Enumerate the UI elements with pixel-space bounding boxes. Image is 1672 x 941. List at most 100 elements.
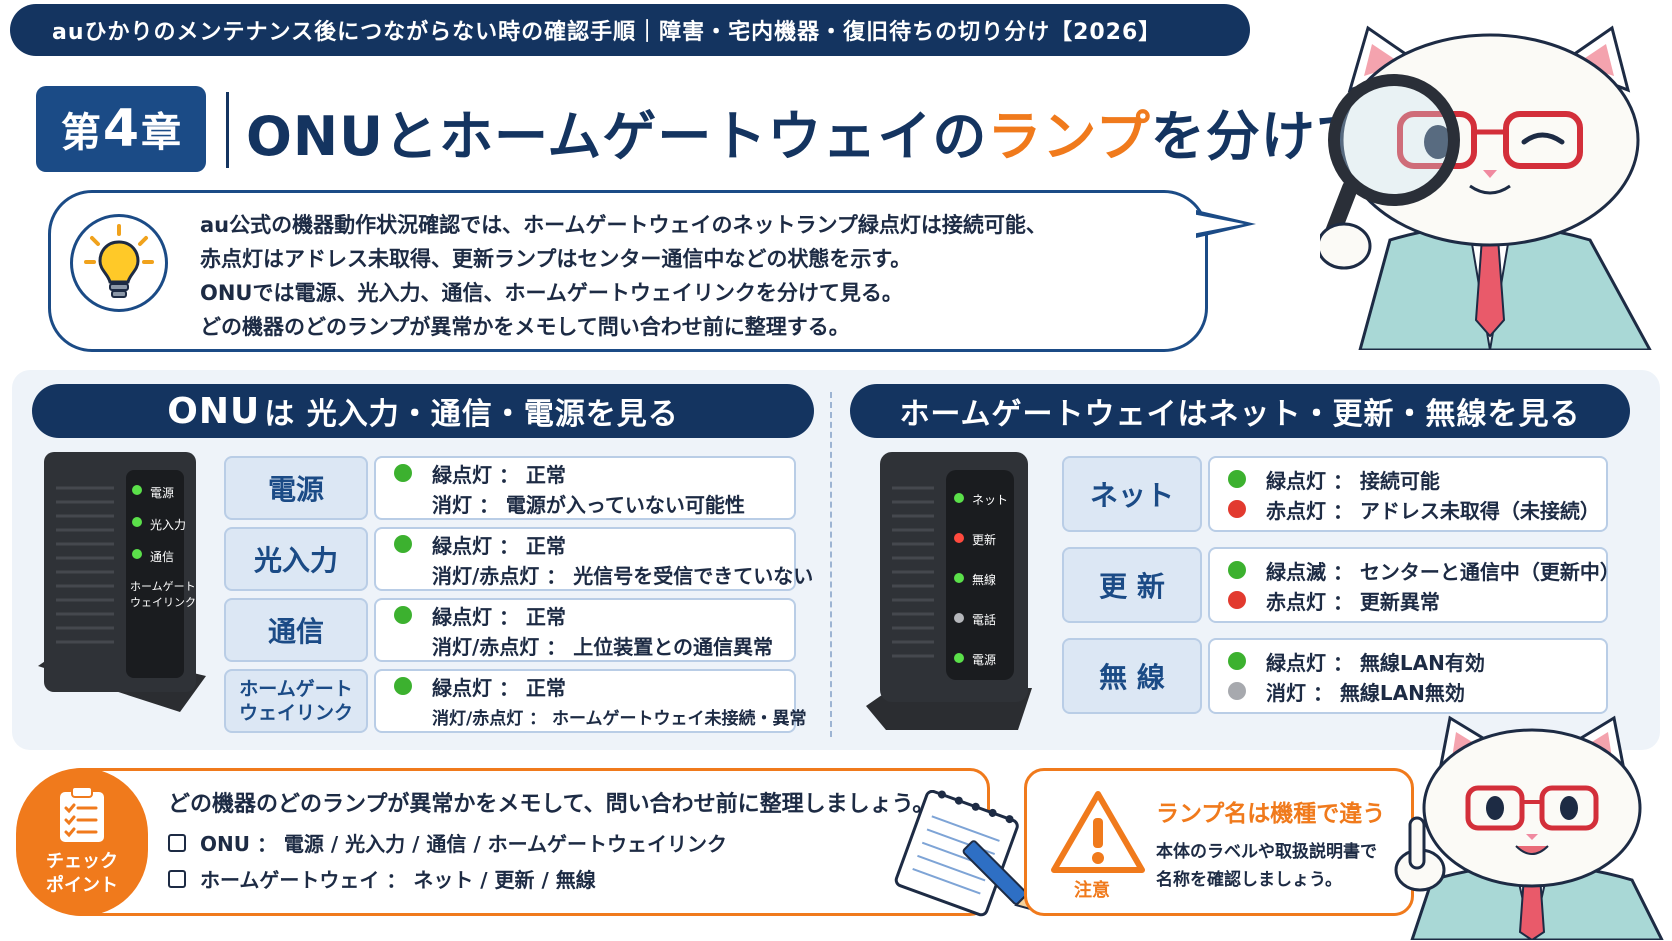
onu-comm-line1: 緑点灯 ： 正常	[432, 604, 566, 629]
onu-desc-hgw-link: 緑点灯 ： 正常 消灯/赤点灯 ： ホームゲートウェイ未接続・異常	[374, 669, 807, 733]
green-lamp-icon	[394, 464, 412, 482]
onu-device-illustration: 電源 光入力 通信 ホームゲート ウェイリンク	[30, 448, 210, 728]
chapter-number: 4	[102, 99, 140, 159]
onu-desc-power: 緑点灯 ： 正常 消灯 ： 電源が入っていない可能性	[374, 456, 796, 520]
onu-hgw-line2: 消灯/赤点灯 ： ホームゲートウェイ未接続・異常	[432, 708, 807, 729]
onu-desc-optical: 緑点灯 ： 正常 消灯/赤点灯 ： 光信号を受信できていない	[374, 527, 813, 591]
onu-device-label-hgw-2: ウェイリンク	[130, 596, 196, 609]
light-bulb-icon	[70, 214, 168, 312]
onu-power-line1: 緑点灯 ： 正常	[432, 462, 566, 487]
title-part1: ONUとホームゲートウェイの	[246, 105, 988, 168]
checkbox[interactable]	[168, 833, 186, 852]
intro-bubble	[48, 190, 1208, 352]
onu-optical-line2: 消灯/赤点灯 ： 光信号を受信できていない	[432, 563, 814, 588]
onu-label-power: 電源	[224, 456, 368, 520]
hgw-device-illustration: ネット 更新 無線 電話 電源	[862, 448, 1042, 738]
onu-header-rest: は 光入力・通信・電源を見る	[264, 397, 679, 432]
checkpoint-item-onu: ONU ： 電源 / 光入力 / 通信 / ホームゲートウェイリンク	[168, 828, 727, 857]
hgw-label-wireless: 無 線	[1062, 638, 1202, 714]
hgw-label-net: ネット	[1062, 456, 1202, 532]
hgw-row-update: 更 新 緑点滅 ： センターと通信中（更新中） 赤点灯 ： 更新異常	[1062, 547, 1620, 623]
hgw-net-line2: 赤点灯 ： アドレス未取得（未接続）	[1266, 498, 1600, 523]
chapter-suffix: 章	[141, 110, 182, 156]
onu-row-comm: 通信 緑点灯 ： 正常 消灯/赤点灯 ： 上位装置との通信異常	[224, 598, 796, 662]
hgw-header-text: ホームゲートウェイはネット・更新・無線を見る	[899, 397, 1581, 432]
onu-device-label-power: 電源	[150, 486, 175, 500]
intro-text: au公式の機器動作状況確認では、ホームゲートウェイのネットランプ緑点灯は接続可能…	[200, 208, 1047, 344]
onu-comm-line2: 消灯/赤点灯 ： 上位装置との通信異常	[432, 634, 774, 659]
checkpoint-title: どの機器のどのランプが異常かをメモして、問い合わせ前に整理しましょう。	[168, 792, 935, 817]
clipboard-icon	[60, 786, 104, 842]
page-title: ONUとホームゲートウェイのランプを分けて見る	[246, 92, 1481, 171]
checkpoint-badge-line2: ポイント	[46, 875, 118, 896]
checkpoint-item-onu-text: ONU ： 電源 / 光入力 / 通信 / ホームゲートウェイリンク	[200, 832, 727, 856]
onu-header-name: ONU	[167, 390, 261, 432]
chapter-prefix: 第	[60, 110, 101, 156]
onu-row-power: 電源 緑点灯 ： 正常 消灯 ： 電源が入っていない可能性	[224, 456, 796, 520]
caution-text-line1: 本体のラベルや取扱説明書で	[1156, 842, 1377, 862]
onu-device-label-comm: 通信	[150, 550, 175, 564]
hgw-wireless-line2: 消灯 ： 無線LAN無効	[1266, 680, 1465, 705]
top-banner: auひかりのメンテナンス後につながらない時の確認手順｜障害・宅内機器・復旧待ちの…	[10, 4, 1250, 56]
green-lamp-icon	[1228, 561, 1246, 579]
green-lamp-icon	[394, 677, 412, 695]
intro-line-4: どの機器のどのランプが異常かをメモして問い合わせ前に整理する。	[200, 315, 850, 339]
checkpoint-box	[60, 768, 990, 916]
hgw-desc-update: 緑点滅 ： センターと通信中（更新中） 赤点灯 ： 更新異常	[1208, 547, 1620, 623]
onu-optical-line1: 緑点灯 ： 正常	[432, 533, 566, 558]
cat-mascot-magnifier	[1316, 20, 1660, 352]
caution-title: ランプ名は機種で違う	[1156, 801, 1386, 827]
onu-label-comm: 通信	[224, 598, 368, 662]
intro-line-2: 赤点灯はアドレス未取得、更新ランプはセンター通信中などの状態を示す。	[200, 247, 912, 271]
hgw-desc-net: 緑点灯 ： 接続可能 赤点灯 ： アドレス未取得（未接続）	[1208, 456, 1608, 532]
green-lamp-icon	[1228, 652, 1246, 670]
hgw-section-header: ホームゲートウェイはネット・更新・無線を見る	[850, 384, 1630, 438]
notepad-pen-icon	[890, 789, 1040, 920]
title-divider	[226, 92, 229, 168]
onu-device-label-hgw-1: ホームゲート	[130, 580, 196, 593]
hgw-update-line2: 赤点灯 ： 更新異常	[1266, 589, 1440, 614]
hgw-row-wireless: 無 線 緑点灯 ： 無線LAN有効 消灯 ： 無線LAN無効	[1062, 638, 1608, 714]
hgw-wireless-line1: 緑点灯 ： 無線LAN有効	[1266, 650, 1485, 675]
red-lamp-icon	[1228, 500, 1246, 518]
hgw-device-label-net: ネット	[972, 493, 1009, 507]
bubble-tail-inner	[1192, 214, 1244, 234]
checkpoint-item-hgw: ホームゲートウェイ ： ネット / 更新 / 無線	[168, 864, 596, 893]
onu-hgw-label-line1: ホームゲート	[239, 678, 353, 700]
onu-hgw-label-line2: ウェイリンク	[238, 702, 353, 724]
checkpoint-item-hgw-text: ホームゲートウェイ ： ネット / 更新 / 無線	[200, 868, 596, 892]
caution-label: 注意	[1074, 880, 1110, 901]
onu-power-line2: 消灯 ： 電源が入っていない可能性	[432, 492, 745, 517]
green-lamp-icon	[394, 606, 412, 624]
hgw-label-update: 更 新	[1062, 547, 1202, 623]
banner-text: auひかりのメンテナンス後につながらない時の確認手順｜障害・宅内機器・復旧待ちの…	[52, 20, 1162, 45]
checkbox[interactable]	[168, 869, 186, 888]
caution-text-line2: 名称を確認しましょう。	[1156, 870, 1342, 890]
checkpoint-badge-line1: チェック	[46, 851, 118, 872]
onu-row-hgw-link: ホームゲート ウェイリンク 緑点灯 ： 正常 消灯/赤点灯 ： ホームゲートウェ…	[224, 669, 807, 733]
hgw-net-line1: 緑点灯 ： 接続可能	[1266, 468, 1440, 493]
intro-line-3: ONUでは電源、光入力、通信、ホームゲートウェイリンクを分けて見る。	[200, 281, 903, 305]
hgw-update-line1: 緑点滅 ： センターと通信中（更新中）	[1266, 559, 1620, 584]
warning-icon	[1050, 790, 1146, 874]
checkpoint-badge: チェック ポイント	[16, 768, 148, 916]
green-lamp-icon	[394, 535, 412, 553]
gray-lamp-icon	[1228, 682, 1246, 700]
intro-line-1: au公式の機器動作状況確認では、ホームゲートウェイのネットランプ緑点灯は接続可能…	[200, 213, 1047, 237]
hgw-device-label-phone: 電話	[972, 613, 997, 627]
hgw-device-label-update: 更新	[972, 533, 997, 547]
caution-text: 本体のラベルや取扱説明書で 名称を確認しましょう。	[1156, 838, 1377, 894]
hgw-device-label-wireless: 無線	[972, 573, 997, 587]
onu-label-optical: 光入力	[224, 527, 368, 591]
onu-hgw-line1: 緑点灯 ： 正常	[432, 675, 566, 700]
hgw-desc-wireless: 緑点灯 ： 無線LAN有効 消灯 ： 無線LAN無効	[1208, 638, 1608, 714]
cat-mascot-pointing	[1392, 710, 1667, 941]
hgw-row-net: ネット 緑点灯 ： 接続可能 赤点灯 ： アドレス未取得（未接続）	[1062, 456, 1608, 532]
onu-row-optical: 光入力 緑点灯 ： 正常 消灯/赤点灯 ： 光信号を受信できていない	[224, 527, 813, 591]
panel-divider	[830, 392, 832, 737]
onu-desc-comm: 緑点灯 ： 正常 消灯/赤点灯 ： 上位装置との通信異常	[374, 598, 796, 662]
onu-label-hgw-link: ホームゲート ウェイリンク	[224, 669, 368, 733]
hgw-device-label-power: 電源	[972, 653, 997, 667]
